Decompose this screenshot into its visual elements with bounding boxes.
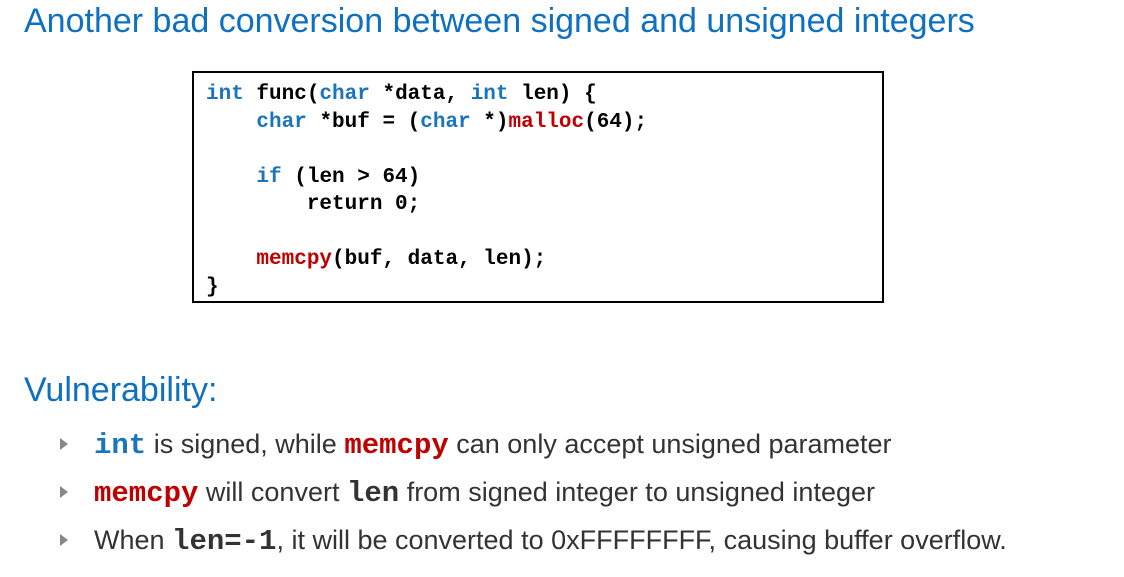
bullet-item-2: memcpy will convert len from signed inte… (60, 468, 1007, 516)
bullet-text: will convert (198, 477, 347, 507)
code-text: *) (470, 110, 509, 134)
inline-code: memcpy (94, 477, 199, 510)
bullet-text: from signed integer to unsigned integer (399, 477, 875, 507)
bullet-item-3: When len=-1, it will be converted to 0xF… (60, 516, 1007, 564)
code-keyword: int (206, 83, 244, 106)
section-heading: Vulnerability: (24, 371, 218, 409)
bullet-list: int is signed, while memcpy can only acc… (60, 420, 1007, 564)
code-line-8: } (206, 275, 219, 299)
bullet-text: can only accept unsigned parameter (448, 429, 892, 459)
code-line-5: return 0; (206, 193, 421, 216)
inline-code: len=-1 (172, 525, 277, 558)
code-text: (len > 64) (281, 165, 421, 189)
code-function: memcpy (256, 248, 333, 271)
code-indent (206, 166, 256, 189)
bullet-arrow-icon (60, 533, 68, 546)
code-text: (buf, data, len); (332, 248, 547, 271)
code-text: (64); (584, 110, 648, 134)
code-line-4: if (len > 64) (206, 164, 882, 192)
code-line-6 (206, 219, 882, 247)
inline-code: memcpy (344, 429, 449, 462)
bullet-item-1: int is signed, while memcpy can only acc… (60, 420, 1007, 468)
inline-code: len (346, 477, 400, 510)
bullet-text: is signed, while (146, 429, 345, 459)
slide-title: Another bad conversion between signed an… (24, 2, 975, 40)
code-keyword: int (470, 83, 509, 106)
inline-code: int (94, 429, 147, 462)
bullet-arrow-icon (60, 485, 68, 498)
code-line-1: int func(char *data, int len) { (206, 81, 882, 109)
code-keyword: char (420, 110, 471, 134)
code-line-2: char *buf = (char *)malloc(64); (206, 109, 882, 137)
code-keyword: char (319, 83, 370, 106)
code-block: int func(char *data, int len) { char *bu… (192, 71, 884, 303)
code-text: *data, (369, 83, 471, 106)
code-text: len) { (508, 83, 597, 106)
code-keyword: char (256, 110, 307, 134)
bullet-text: When (94, 525, 173, 555)
code-line-7: memcpy(buf, data, len); (206, 246, 882, 274)
bullet-text: , it will be converted to 0xFFFFFFFF, ca… (276, 525, 1007, 555)
code-keyword: if (256, 165, 282, 189)
bullet-arrow-icon (60, 437, 68, 450)
code-text: func( (243, 83, 320, 106)
code-indent (206, 111, 256, 134)
code-text: *buf = ( (306, 110, 421, 134)
code-line-3 (206, 136, 882, 164)
code-function: malloc (508, 110, 585, 134)
code-indent (206, 248, 256, 271)
